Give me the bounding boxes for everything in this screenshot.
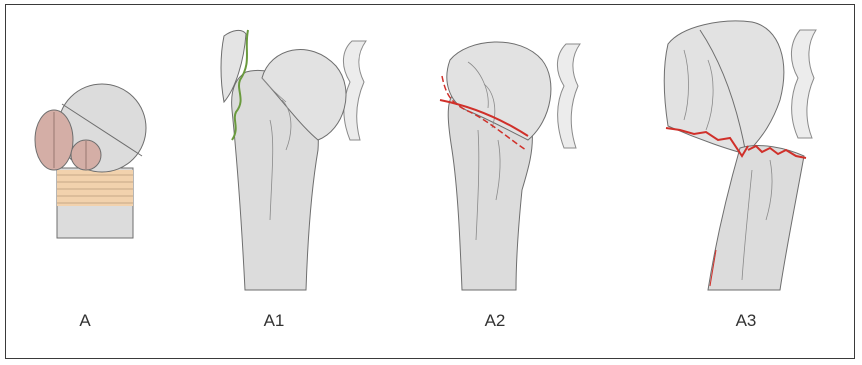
panel-label-a1: A1 <box>244 311 304 331</box>
panel-a3-humeral-head <box>664 21 784 154</box>
panel-a3-glenoid <box>791 30 816 138</box>
panel-a1-glenoid <box>343 41 366 140</box>
panel-a2-drawing <box>440 42 580 290</box>
panel-label-a3: A3 <box>716 311 776 331</box>
panel-a3-drawing <box>664 21 816 290</box>
panel-a-schematic <box>35 84 146 238</box>
panel-a2-glenoid <box>557 44 580 148</box>
panel-label-a: A <box>55 311 115 331</box>
panel-a1-drawing <box>221 30 366 290</box>
panel-a-growth-plate <box>57 170 133 206</box>
panel-label-a2: A2 <box>465 311 525 331</box>
panel-a3-shaft <box>708 146 804 290</box>
